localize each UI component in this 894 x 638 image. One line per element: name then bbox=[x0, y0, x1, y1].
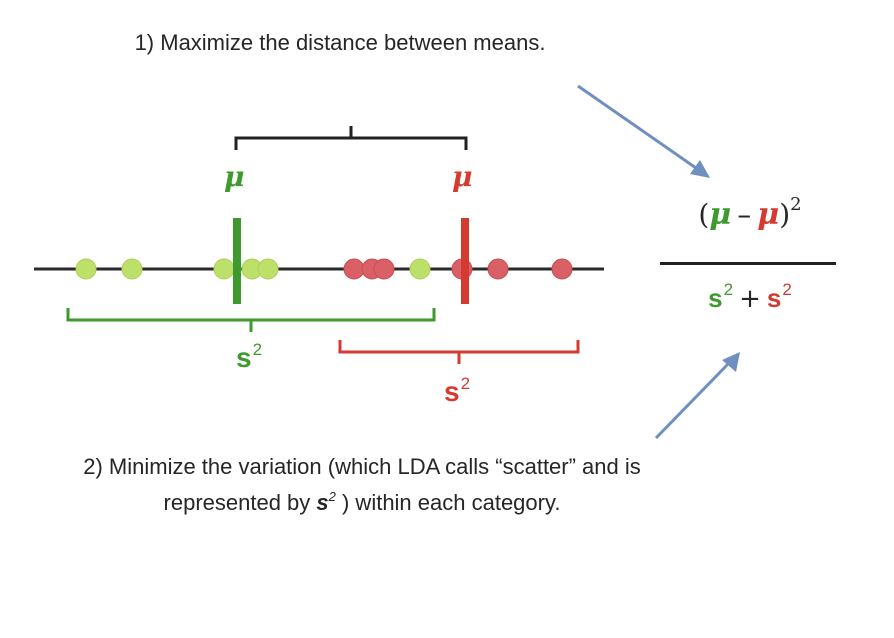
green-points bbox=[75, 258, 279, 280]
green-point bbox=[75, 258, 97, 280]
numerator-mu-red: μ bbox=[757, 197, 780, 232]
red-mean-label: μ bbox=[452, 160, 473, 193]
green-point bbox=[257, 258, 279, 280]
denominator-s-red: s2 bbox=[766, 280, 792, 313]
green-point bbox=[213, 258, 235, 280]
arrow-top bbox=[577, 84, 710, 178]
caption-bottom-text: 2) Minimize the variation (which LDA cal… bbox=[83, 454, 641, 515]
numerator-mu-green: μ bbox=[709, 197, 732, 232]
denominator-s-red-power: 2 bbox=[782, 280, 792, 299]
red-point bbox=[551, 258, 573, 280]
caption-bottom-symbol: s2 bbox=[316, 489, 336, 515]
denominator-s-green-symbol: s bbox=[708, 283, 723, 313]
red-point bbox=[373, 258, 395, 280]
green-scatter-brace bbox=[66, 308, 436, 332]
green-scatter-symbol: s bbox=[236, 342, 252, 373]
red-point bbox=[487, 258, 509, 280]
green-point bbox=[121, 258, 143, 280]
denominator-plus: + bbox=[739, 284, 761, 314]
fraction-bar bbox=[660, 262, 836, 265]
red-scatter-label: s2 bbox=[444, 374, 470, 408]
means-distance-brace bbox=[234, 126, 468, 150]
green-mean-bar bbox=[233, 218, 241, 304]
numerator-minus: – bbox=[737, 198, 752, 231]
red-scatter-power: 2 bbox=[460, 374, 471, 393]
red-scatter-symbol: s bbox=[444, 376, 460, 407]
caption-top: 1) Maximize the distance between means. bbox=[134, 30, 546, 55]
denominator-s-red-symbol: s bbox=[766, 283, 782, 313]
formula-denominator: s2+s2 bbox=[650, 280, 850, 314]
red-mean-bar bbox=[461, 218, 469, 304]
green-scatter-label: s2 bbox=[236, 340, 262, 374]
green-mean-label: μ bbox=[224, 160, 245, 193]
red-points bbox=[343, 258, 573, 280]
caption-bottom: 2) Minimize the variation (which LDA cal… bbox=[62, 452, 662, 518]
red-scatter-brace bbox=[338, 340, 580, 364]
caption-bottom-symbol-letter: s bbox=[316, 490, 329, 515]
formula-numerator: (μ–μ)2 bbox=[650, 194, 850, 231]
numerator-close-paren: ) bbox=[779, 198, 791, 231]
numerator-open-paren: ( bbox=[698, 198, 710, 231]
green-point bbox=[409, 258, 431, 280]
arrow-bottom bbox=[654, 352, 740, 440]
numerator-power: 2 bbox=[790, 194, 802, 215]
green-scatter-power: 2 bbox=[252, 340, 263, 359]
caption-bottom-text-end: ) within each category. bbox=[335, 490, 561, 515]
denominator-s-green: s2 bbox=[708, 280, 734, 313]
red-point bbox=[343, 258, 365, 280]
denominator-s-green-power: 2 bbox=[723, 280, 734, 299]
caption-bottom-symbol-power: 2 bbox=[328, 489, 336, 504]
